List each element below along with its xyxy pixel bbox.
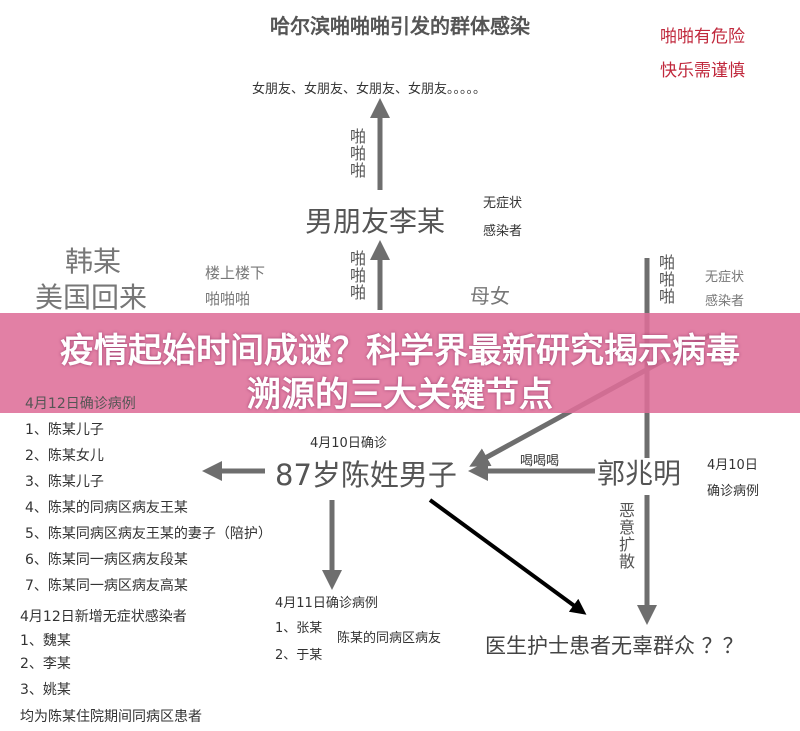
man-date: 4月10日确诊: [310, 436, 387, 451]
guo-node: 郭兆明: [597, 457, 682, 490]
drink-label: 喝喝喝: [520, 454, 560, 469]
list-item: 1、魏某: [20, 633, 71, 649]
list-item: 5、陈某同病区病友王某的妻子（陪护）: [25, 526, 272, 542]
apr11-heading: 4月11日确诊病例: [275, 596, 378, 611]
upstairs-label: 楼上楼下: [205, 264, 266, 282]
list-item: 7、陈某同一病区病友高某: [25, 578, 188, 594]
patient-zero-node: 87岁陈姓男子: [275, 458, 457, 492]
headline-line2: 溯源的三大关键节点: [247, 375, 553, 415]
warning-note: 啪啪有危险: [660, 27, 745, 47]
spread-label: 恶意扩散: [616, 502, 635, 570]
papapa-label: 啪啪啪: [205, 290, 251, 308]
apr11-note: 陈某的同病区病友: [337, 631, 442, 646]
headline-line1: 疫情起始时间成谜？科学界最新研究揭示病毒: [60, 331, 740, 371]
guo-date: 4月10日: [707, 458, 758, 473]
usa-label: 美国回来: [35, 281, 148, 314]
diagram-title: 哈尔滨啪啪啪引发的群体感染: [270, 14, 530, 38]
list-item: 3、陈某儿子: [25, 474, 104, 490]
boyfriend-node: 男朋友李某: [305, 205, 446, 238]
list-item: 6、陈某同一病区病友段某: [25, 552, 188, 568]
guo-date: 确诊病例: [707, 484, 760, 499]
victims-node: 医生护士患者无辜群众 ？？: [485, 634, 744, 658]
list-heading: 4月12日确诊病例: [25, 396, 136, 412]
list-item: 2、陈某女儿: [25, 448, 104, 464]
headline-banner: 疫情起始时间成谜？科学界最新研究揭示病毒 溯源的三大关键节点: [0, 313, 800, 415]
list-item: 3、姚某: [20, 682, 71, 698]
papapa-label: 啪啪啪: [347, 128, 366, 179]
asymptomatic-label: 感染者: [705, 294, 745, 309]
papapa-label: 啪啪啪: [347, 250, 366, 301]
girlfriends-label: 女朋友、女朋友、女朋友、女朋友。。。。。: [252, 82, 487, 97]
list-item: 1、陈某儿子: [25, 422, 104, 438]
warning-note: 快乐需谨慎: [660, 61, 745, 81]
asymptomatic-label: 感染者: [483, 224, 523, 239]
list-item: 1、张某: [275, 621, 323, 636]
mother-daughter-node: 母女: [470, 284, 510, 308]
list-item: 2、李某: [20, 656, 71, 672]
list-item: 4、陈某的同病区病友王某: [25, 500, 188, 516]
asymptomatic-label: 无症状: [483, 196, 523, 211]
asymptomatic-label: 无症状: [705, 270, 745, 285]
han-node: 韩某: [65, 245, 122, 278]
list-item: 2、于某: [275, 648, 323, 663]
list-footer: 均为陈某住院期间同病区患者: [20, 709, 202, 725]
papapa-label: 啪啪啪: [656, 254, 675, 305]
list-heading: 4月12日新增无症状感染者: [20, 609, 187, 625]
